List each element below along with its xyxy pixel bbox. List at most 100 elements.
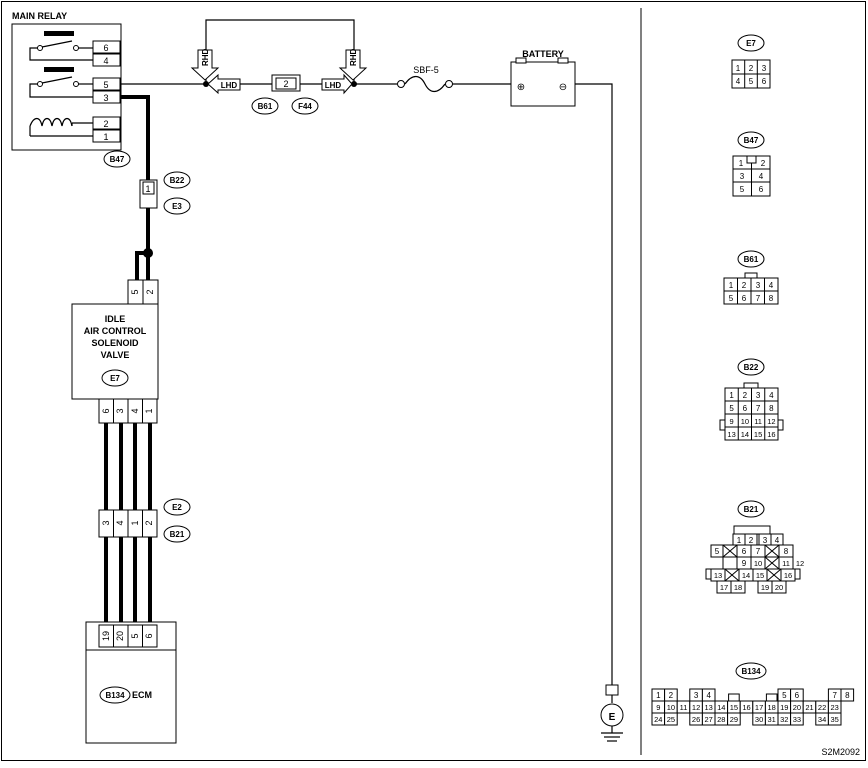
svg-text:7: 7 <box>756 547 761 556</box>
b21-tag <box>163 525 191 543</box>
rhd-bypass <box>205 19 355 84</box>
svg-text:6: 6 <box>759 185 764 194</box>
svg-text:1: 1 <box>145 184 150 194</box>
svg-text:9: 9 <box>730 417 734 426</box>
ecm: 19 20 5 6 B134 ECM <box>85 621 177 744</box>
relay-switch-upper <box>29 31 93 61</box>
b134-pin-label: 34 <box>818 715 826 724</box>
b134-pin-label: 25 <box>667 715 675 724</box>
relay-pin: 2 <box>103 119 108 129</box>
svg-text:2: 2 <box>749 536 754 545</box>
b134-pin-label: 9 <box>656 703 660 712</box>
svg-text:16: 16 <box>767 430 775 439</box>
svg-text:5: 5 <box>749 77 754 86</box>
b134-pin-label: 12 <box>692 703 700 712</box>
iacv-pin: 6 <box>101 408 111 413</box>
b134-pin-label: 30 <box>755 715 763 724</box>
b134-pin-label: 8 <box>845 691 850 700</box>
b134-pin-cell <box>827 712 842 726</box>
b134-pin-label: 7 <box>832 691 837 700</box>
svg-text:10: 10 <box>741 417 749 426</box>
b134-pin-label: 11 <box>680 703 688 712</box>
svg-text:E7: E7 <box>110 374 120 383</box>
svg-text:2: 2 <box>283 79 288 89</box>
svg-text:B21: B21 <box>744 505 759 514</box>
ground-symbol: E <box>600 684 624 742</box>
b134-pin-label: 6 <box>795 691 800 700</box>
svg-text:E7: E7 <box>746 39 756 48</box>
svg-text:B61: B61 <box>744 255 759 264</box>
b134-key <box>728 693 740 702</box>
svg-text:SBF-5: SBF-5 <box>413 65 439 75</box>
svg-text:B22: B22 <box>744 363 759 372</box>
svg-text:7: 7 <box>756 294 761 303</box>
svg-text:5: 5 <box>740 185 745 194</box>
b134-pin-label: 3 <box>694 691 699 700</box>
svg-text:E3: E3 <box>172 202 182 211</box>
iacv-pin: 5 <box>130 289 140 294</box>
connector-b22: B22 1 2 3 4 5 6 7 8 9 10 11 12 13 14 15 … <box>719 358 784 441</box>
svg-text:1: 1 <box>736 64 741 73</box>
relay-pin: 5 <box>103 80 108 90</box>
svg-text:1: 1 <box>737 536 742 545</box>
e7-tag <box>101 369 129 387</box>
svg-text:ECM: ECM <box>132 690 152 700</box>
b134-pin-label: 32 <box>780 715 788 724</box>
b134-pin-label: 5 <box>782 691 787 700</box>
ground-wire <box>575 83 613 685</box>
e3-tag <box>163 197 191 215</box>
svg-text:10: 10 <box>754 559 762 568</box>
connector-b61: B61 1 2 3 4 5 6 7 8 <box>723 250 779 305</box>
relay-pin: 6 <box>103 43 108 53</box>
b22-tag <box>163 171 191 189</box>
b134-pin-label: 26 <box>692 715 700 724</box>
svg-text:E: E <box>609 712 616 723</box>
b134-pin-cell <box>727 712 741 726</box>
b134-pin-label: 27 <box>705 715 713 724</box>
ecm-pin: 5 <box>130 633 140 638</box>
b134-pin-cell <box>664 712 678 726</box>
plus-icon: ⊕ <box>517 82 525 93</box>
relay-switch-lower <box>29 67 93 98</box>
iacv-pin: 1 <box>144 408 154 413</box>
svg-text:3: 3 <box>763 536 768 545</box>
svg-text:11: 11 <box>754 417 762 426</box>
lhd-arrow-right: LHD <box>321 73 353 95</box>
svg-text:B47: B47 <box>744 136 759 145</box>
rhd-arrow-left: RHD <box>190 48 220 81</box>
b134-pin-label: 15 <box>730 703 738 712</box>
svg-text:B134: B134 <box>105 691 125 700</box>
b134-pin-label: 31 <box>768 715 776 724</box>
idle-air-control-solenoid-valve: 5 2 IDLE AIR CONTROL SOLENOID VALVE E7 6… <box>71 279 159 424</box>
svg-text:1: 1 <box>729 281 734 290</box>
svg-text:15: 15 <box>754 430 762 439</box>
harness-iacv-to-ecm: 3 4 1 2 E2 B21 <box>98 423 191 625</box>
svg-text:4: 4 <box>769 391 774 400</box>
b134-pin-cell <box>790 712 804 726</box>
svg-text:14: 14 <box>741 430 749 439</box>
svg-text:18: 18 <box>734 583 742 592</box>
svg-text:B61: B61 <box>258 102 273 111</box>
svg-text:6: 6 <box>743 404 748 413</box>
svg-text:B22: B22 <box>170 176 185 185</box>
svg-text:2: 2 <box>749 64 754 73</box>
svg-text:14: 14 <box>742 571 750 580</box>
relay-pin: 4 <box>103 56 108 66</box>
e2-pin: 1 <box>130 520 140 525</box>
svg-text:AIR CONTROL: AIR CONTROL <box>84 326 147 336</box>
svg-text:LHD: LHD <box>325 81 342 90</box>
svg-text:1: 1 <box>739 159 744 168</box>
svg-text:3: 3 <box>762 64 767 73</box>
b134-pin-label: 22 <box>818 703 826 712</box>
svg-text:4: 4 <box>759 172 764 181</box>
svg-text:1: 1 <box>729 391 734 400</box>
svg-text:5: 5 <box>729 404 734 413</box>
b134-pin-label: 4 <box>706 691 711 700</box>
svg-text:20: 20 <box>775 583 783 592</box>
harness-relay-to-iacv: 1 B22 E3 <box>120 95 191 292</box>
minus-icon: ⊖ <box>559 82 567 93</box>
iacv-pin: 2 <box>145 289 155 294</box>
diagram-code: S2M2092 <box>821 747 860 757</box>
